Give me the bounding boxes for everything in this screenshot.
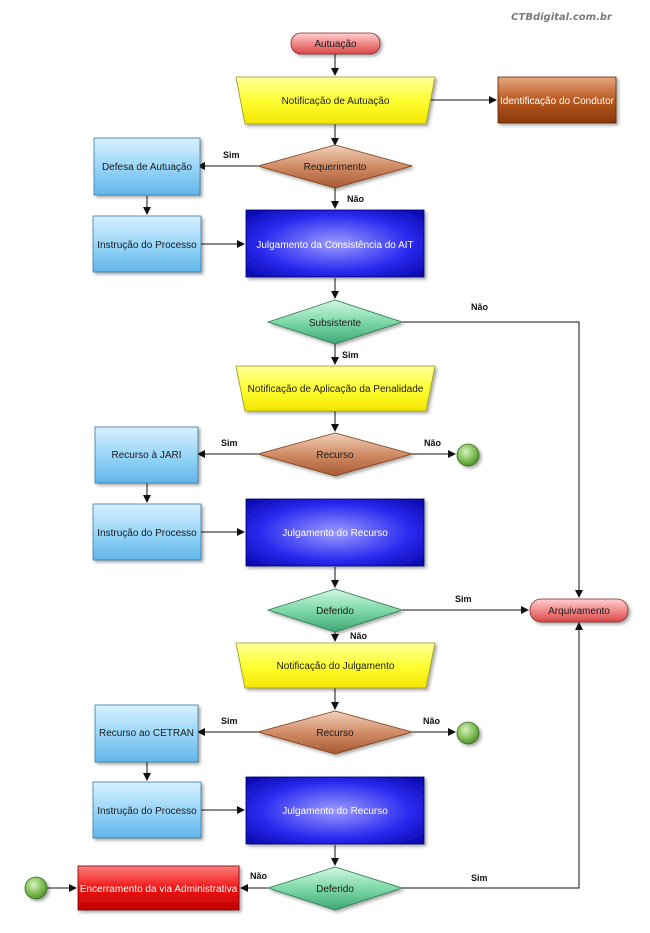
label-subsistente-nao: Não [471,302,489,312]
label-requerimento-sim: Sim [223,150,240,160]
node-notificacao-autuacao-label: Notificação de Autuação [282,96,390,107]
node-notificacao-julgamento-label: Notificação do Julgamento [277,661,395,672]
node-instrucao-processo-2 [92,503,202,561]
edge-subsistente-nao [402,321,583,598]
node-julgamento-ait [245,209,425,278]
connectors [47,54,583,892]
node-encerramento-label: Encerramento da via Administrativa [80,884,238,895]
node-identificacao-condutor [497,76,617,124]
start-circle-encerramento [24,876,48,900]
label-recurso1-sim: Sim [221,438,238,448]
node-notificacao-penalidade [235,365,436,412]
node-notificacao-julgamento [235,642,436,689]
node-arquivamento-label: Arquivamento [548,606,610,617]
node-requerimento [256,144,414,189]
node-defesa-autuacao [93,137,201,196]
node-julgamento-recurso-2-label: Julgamento do Recurso [282,806,388,817]
edge-labels: Sim Não Não Sim Sim Não Sim Não Sim Não … [221,150,489,883]
label-subsistente-sim: Sim [342,350,359,360]
node-deferido-1 [266,588,404,633]
node-recurso-1-label: Recurso [316,450,354,461]
node-instrucao-processo-1 [92,215,202,273]
node-recurso-cetran-label: Recurso ao CETRAN [99,728,194,739]
node-notificacao-penalidade-label: Notificação de Aplicação da Penalidade [248,384,424,395]
label-requerimento-nao: Não [347,194,365,204]
node-autuacao-label: Autuação [314,39,357,50]
node-subsistente-label: Subsistente [309,318,362,329]
node-julgamento-recurso-2 [245,776,425,845]
label-deferido2-nao: Não [250,871,268,881]
watermark-text: CTBdigital.com.br [511,12,613,23]
node-defesa-autuacao-label: Defesa de Autuação [102,162,193,173]
node-instrucao-processo-1-label: Instrução do Processo [97,240,197,251]
node-autuacao [290,32,381,55]
node-arquivamento [529,598,629,623]
node-instrucao-processo-3-label: Instrução do Processo [97,806,197,817]
node-recurso-2-label: Recurso [316,728,354,739]
node-recurso-jari [94,426,199,484]
node-encerramento [77,865,240,911]
label-deferido1-sim: Sim [455,594,472,604]
node-subsistente [266,299,404,345]
node-deferido-1-label: Deferido [316,606,354,617]
label-deferido2-sim: Sim [471,873,488,883]
node-julgamento-recurso-1 [245,498,425,567]
node-deferido-2-label: Deferido [316,884,354,895]
node-recurso-cetran [94,704,199,763]
node-identificacao-condutor-label: Identificação do Condutor [500,96,615,107]
node-notificacao-autuacao [235,76,436,125]
node-instrucao-processo-3 [92,781,202,839]
node-deferido-2 [266,866,404,911]
label-deferido1-nao: Não [350,631,368,641]
end-circle-recurso-1 [456,443,480,467]
edge-deferido2-sim [402,622,583,889]
label-recurso2-nao: Não [423,716,441,726]
label-recurso1-nao: Não [424,438,442,448]
node-recurso-1 [256,432,414,477]
node-recurso-jari-label: Recurso à JARI [111,450,181,461]
node-julgamento-recurso-1-label: Julgamento do Recurso [282,528,388,539]
node-requerimento-label: Requerimento [304,162,367,173]
label-recurso2-sim: Sim [221,716,238,726]
node-instrucao-processo-2-label: Instrução do Processo [97,528,197,539]
end-circle-recurso-2 [456,721,480,745]
node-julgamento-ait-label: Julgamento da Consistência do AIT [256,240,413,251]
node-recurso-2 [256,710,414,755]
